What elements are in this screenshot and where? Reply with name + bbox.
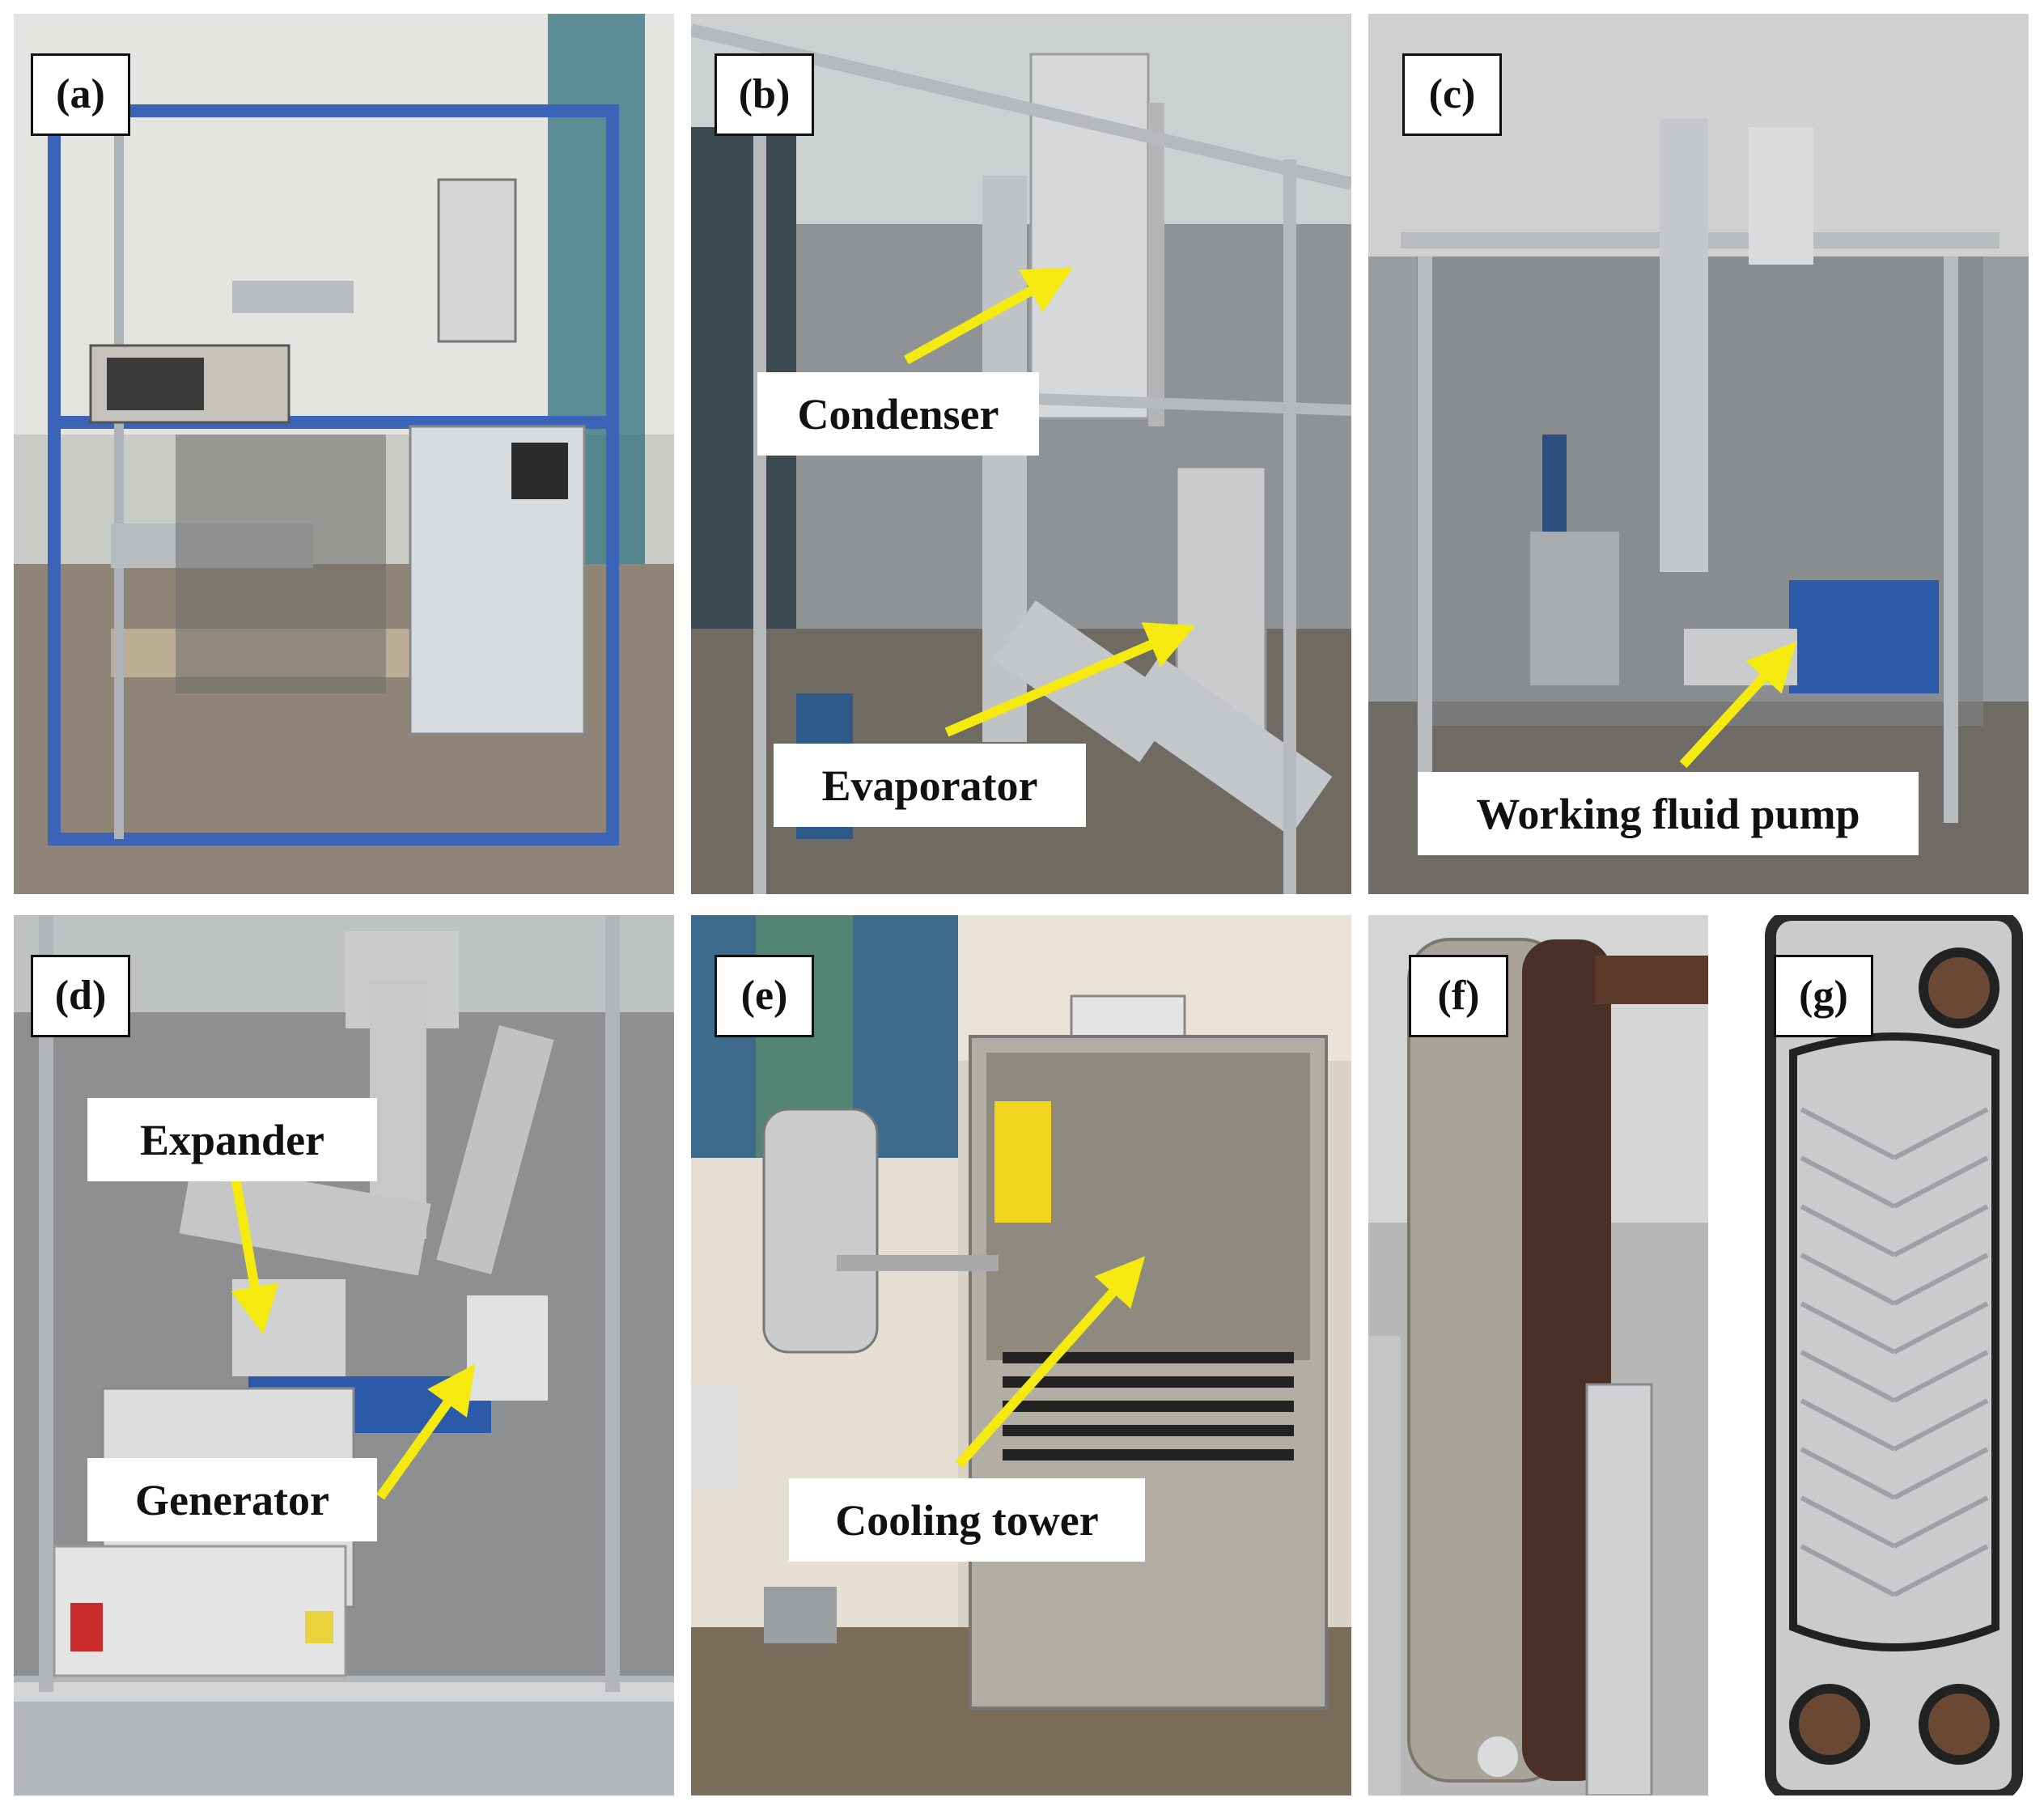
panel-e-photo xyxy=(691,915,1351,1795)
working-fluid-pump-image xyxy=(1368,14,2029,894)
evaporator-label: Evaporator xyxy=(774,744,1086,827)
panel-d-photo xyxy=(14,915,674,1795)
heat-exchanger-plate-image xyxy=(1761,915,2029,1795)
panel-f-tag: (f) xyxy=(1409,955,1508,1037)
panel-a-photo xyxy=(14,14,674,894)
expander-label: Expander xyxy=(87,1098,377,1181)
panel-c-photo xyxy=(1368,14,2029,894)
panel-e-tag: (e) xyxy=(715,955,814,1037)
plate-heat-exchanger-image xyxy=(1368,915,1708,1795)
generator-label: Generator xyxy=(87,1458,377,1541)
panel-g-tag: (g) xyxy=(1774,955,1873,1037)
cooling-tower-image xyxy=(691,915,1351,1795)
panel-b-tag: (b) xyxy=(715,53,814,136)
test-rig-frame-image xyxy=(14,14,674,894)
cooling-tower-label: Cooling tower xyxy=(789,1478,1145,1562)
panel-a-tag: (a) xyxy=(31,53,130,136)
condenser-label: Condenser xyxy=(757,372,1039,456)
panel-c-tag: (c) xyxy=(1402,53,1502,136)
panel-f-photo xyxy=(1368,915,1708,1795)
panel-g-photo xyxy=(1761,915,2029,1795)
expander-generator-image xyxy=(14,915,674,1795)
panel-d-tag: (d) xyxy=(31,955,130,1037)
working-fluid-pump-label: Working fluid pump xyxy=(1418,772,1919,855)
